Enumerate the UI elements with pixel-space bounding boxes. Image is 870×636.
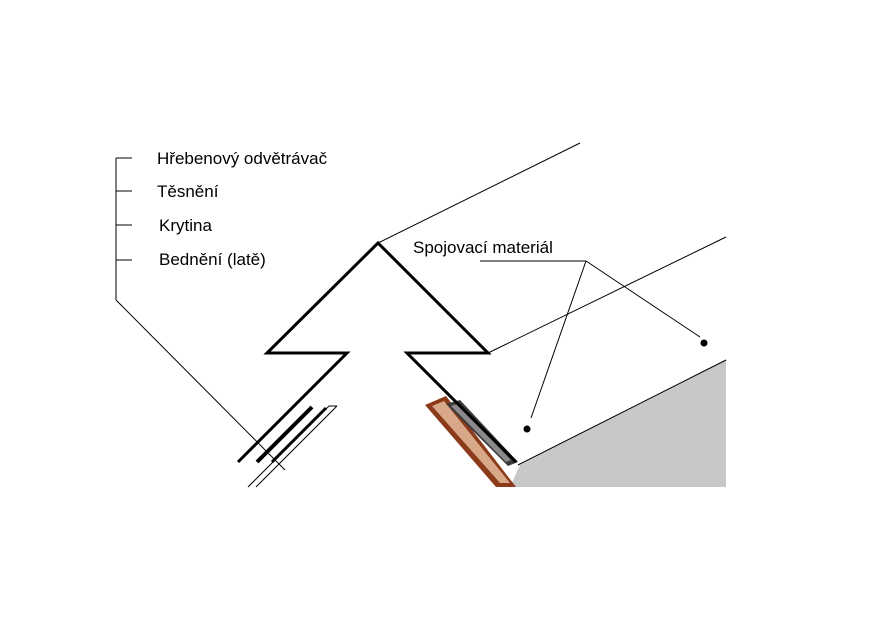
fastener-leader-right (585, 260, 701, 338)
fastener-point-left (523, 425, 531, 433)
legend-label-ridge-vent: Hřebenový odvětrávač (157, 149, 328, 168)
fastener-leader-left (530, 260, 587, 419)
roof-covering-surface (510, 360, 726, 487)
legend-label-covering: Krytina (159, 216, 212, 235)
seal-strip-right-core (451, 404, 511, 462)
legend-label-seal: Těsnění (157, 182, 219, 201)
batten-layer-right-inner (432, 401, 510, 483)
seal-strip-left (255, 405, 314, 464)
eave-perspective-line (487, 236, 727, 354)
fastener-point-right (700, 339, 708, 347)
roof-covering-edge (517, 359, 727, 466)
fastener-callout-label: Spojovací materiál (413, 238, 553, 257)
legend-leader-line (115, 299, 286, 471)
batten-line-left (270, 406, 328, 464)
covering-line-left-b (255, 405, 338, 488)
ridge-perspective-line (377, 142, 581, 244)
legend-label-battens: Bednění (latě) (159, 250, 266, 269)
